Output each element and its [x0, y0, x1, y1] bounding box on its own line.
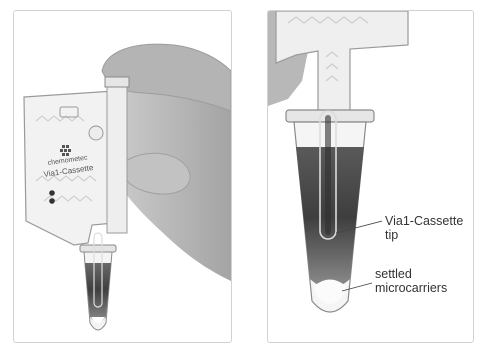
cassette-tip-inner [325, 115, 331, 235]
right-panel: Via1-Cassette tip settled microcarriers [267, 10, 474, 343]
cassette-cap [105, 77, 129, 87]
cassette-hole-1 [49, 190, 55, 196]
left-panel: chemometec Via1-Cassette [13, 10, 232, 343]
cassette-hand-illustration: chemometec Via1-Cassette [14, 11, 231, 342]
cassette-neck [107, 83, 127, 233]
cassette-hole-2 [49, 198, 55, 204]
via1-cassette-tip-label: Via1-Cassette tip [385, 214, 463, 242]
cassette-port [89, 126, 103, 140]
tube-collar [80, 245, 116, 252]
settled-microcarriers-label: settled microcarriers [375, 267, 447, 295]
